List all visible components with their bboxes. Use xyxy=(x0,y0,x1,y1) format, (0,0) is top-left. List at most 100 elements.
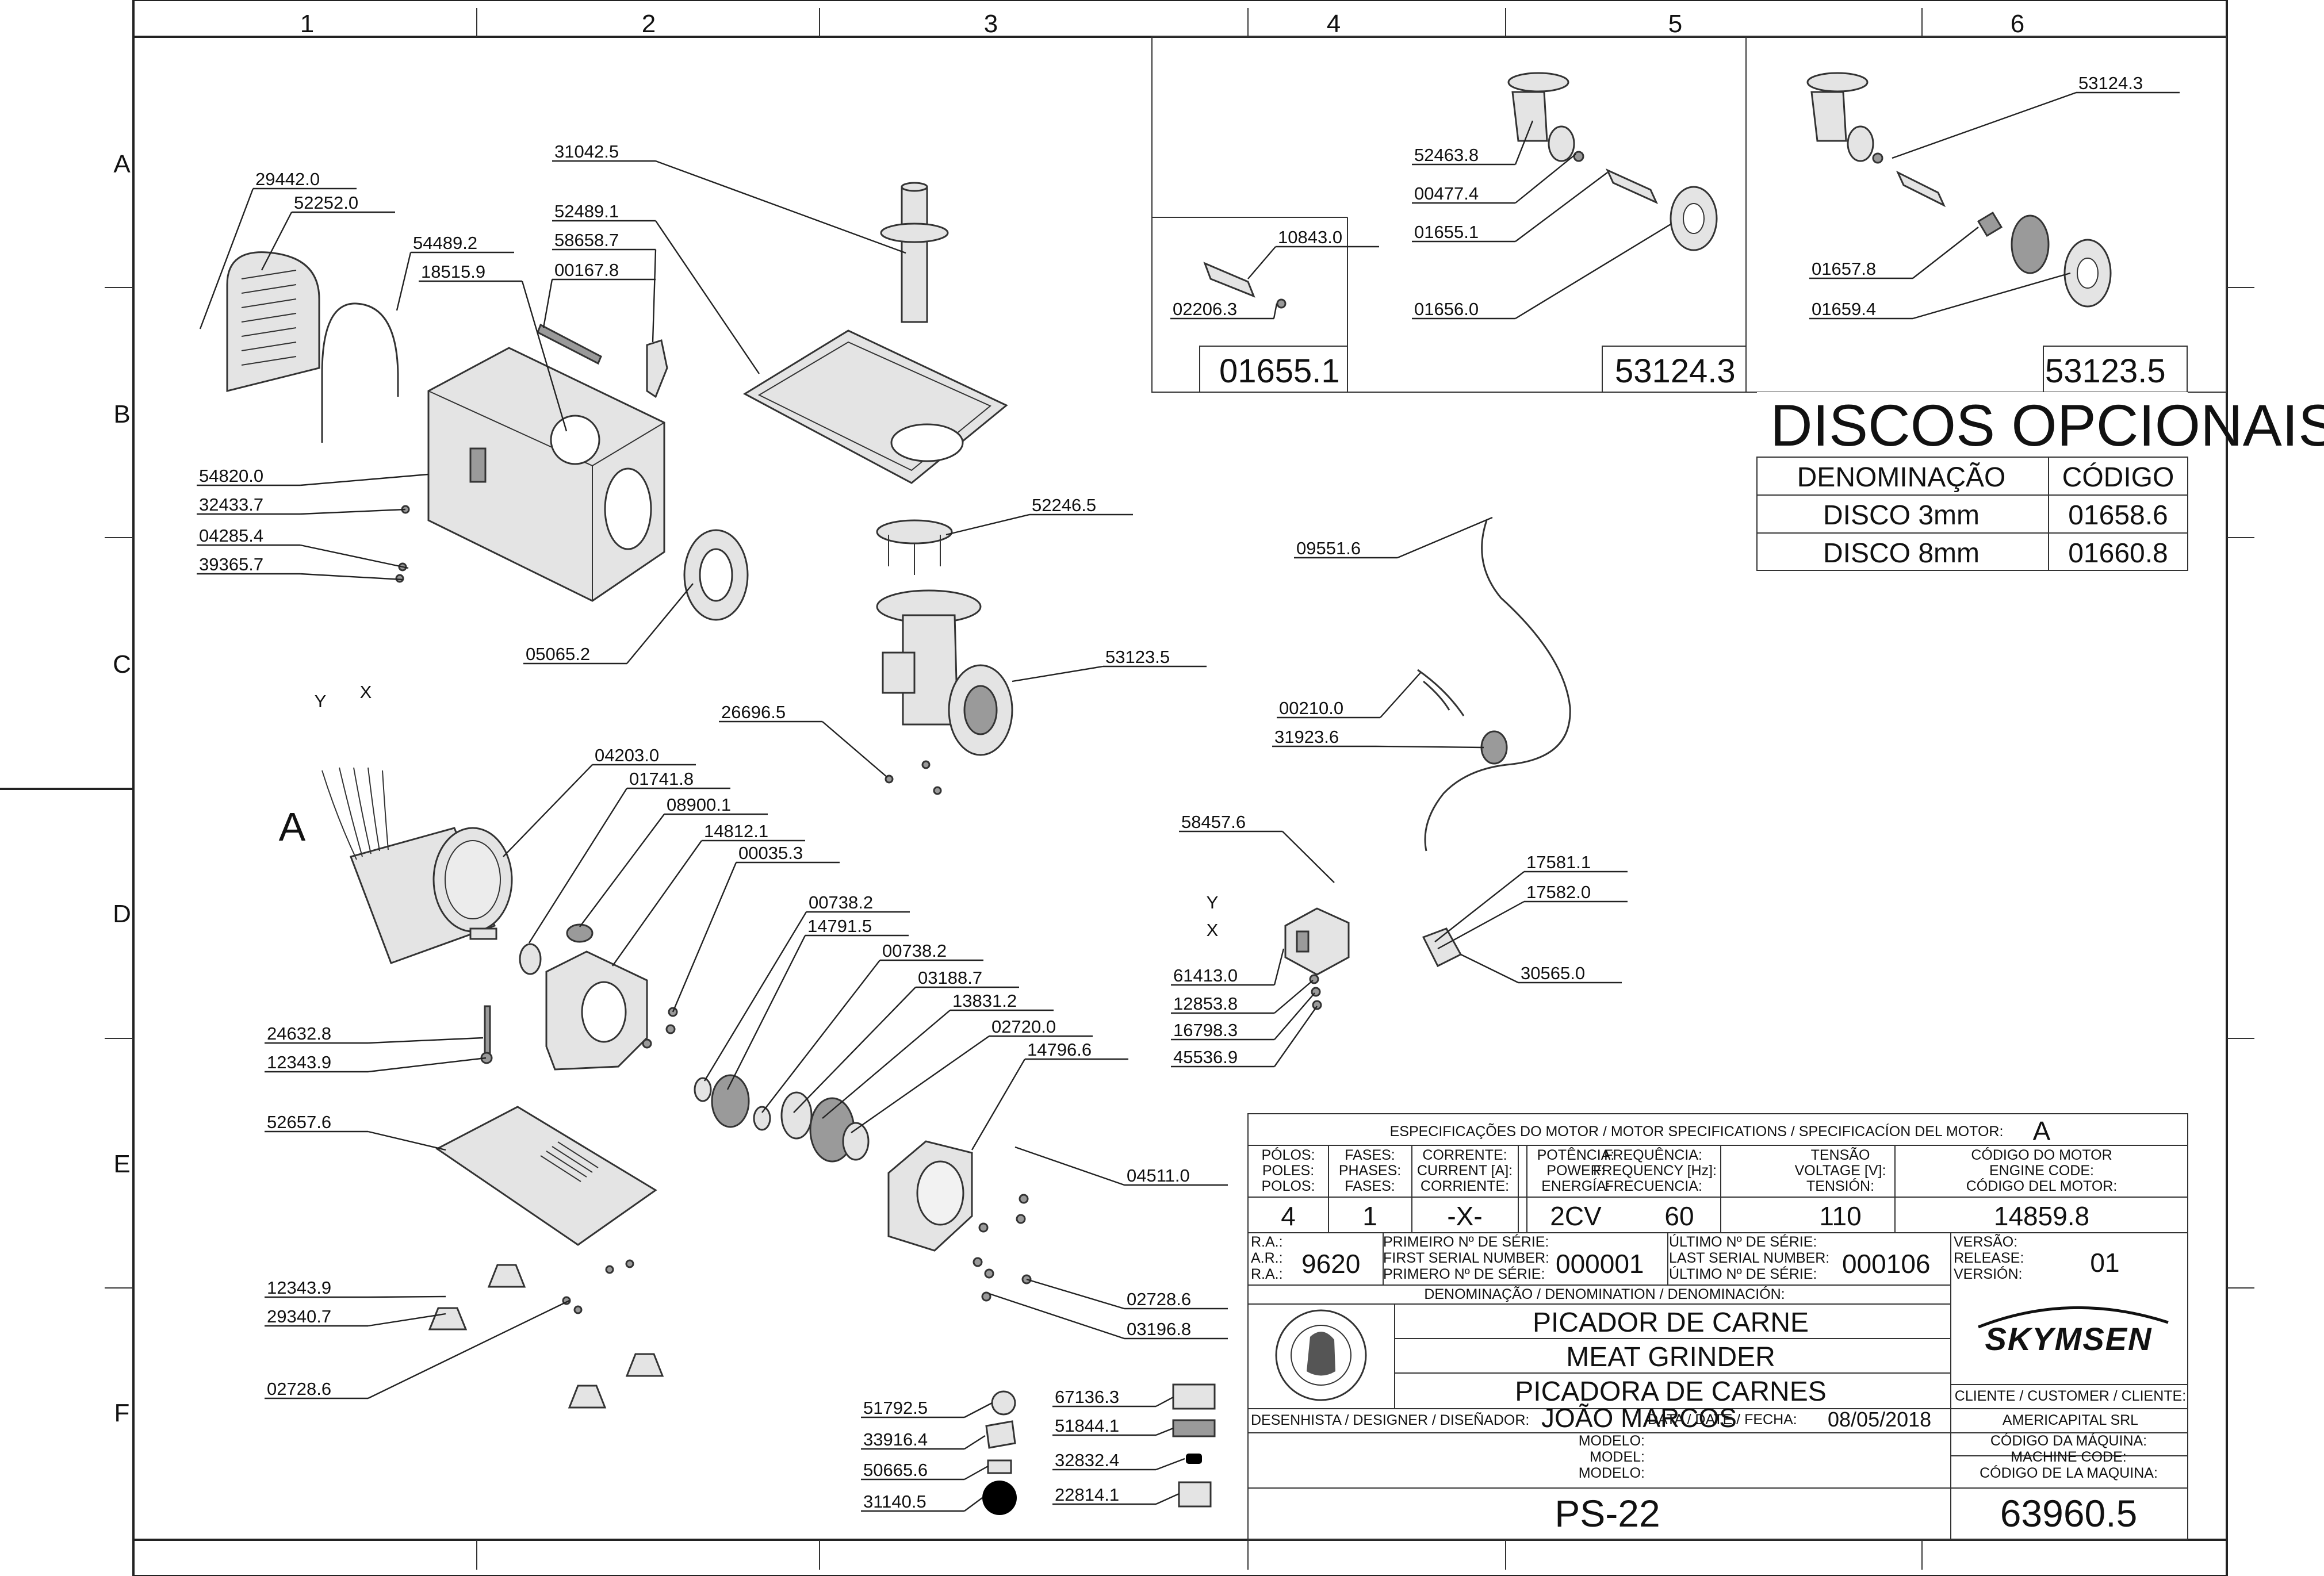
callout-leader xyxy=(793,987,916,1113)
callout-leader xyxy=(652,249,657,343)
part-number-label: 00167.8 xyxy=(554,260,619,280)
label-stickers xyxy=(982,1383,1216,1515)
callout-leader xyxy=(626,583,694,664)
part-number-label: 12853.8 xyxy=(1173,994,1238,1014)
discs-col-header: DENOMINAÇÃO xyxy=(1797,462,2006,493)
part-number-label: 04203.0 xyxy=(595,745,659,765)
callout-leader xyxy=(672,862,737,1013)
inset-title-53123: 53123.5 xyxy=(2045,352,2166,390)
spec-value: -X- xyxy=(1447,1201,1482,1231)
gear-train xyxy=(694,1074,870,1163)
part-number-label: 12343.9 xyxy=(267,1052,331,1072)
disc-code: 01660.8 xyxy=(2068,538,2168,569)
contactor xyxy=(1284,907,1350,976)
machine-code-label: CÓDIGO DA MÁQUINA: xyxy=(1990,1432,2147,1449)
machine-name-pt: PICADOR DE CARNE xyxy=(1533,1307,1809,1338)
inset-53124-parts xyxy=(1507,72,1718,251)
callout-leader xyxy=(199,188,254,329)
spec-col-label: FRECUENCIA: xyxy=(1605,1178,1702,1194)
grid-col-label: 3 xyxy=(984,10,998,38)
part-number-label: 17581.1 xyxy=(1526,852,1591,872)
callout-leader xyxy=(703,911,807,1082)
callout-leader xyxy=(761,960,880,1113)
part-number-label: 00210.0 xyxy=(1279,698,1343,718)
callout-leader xyxy=(1026,1278,1125,1310)
part-number-label: 04285.4 xyxy=(199,526,263,546)
ra-label: R.A.: xyxy=(1251,1266,1283,1282)
mounting-plate xyxy=(876,519,953,575)
grid-row-label: E xyxy=(113,1150,130,1178)
part-number-label: 51792.5 xyxy=(863,1398,928,1418)
spec-col-label: FREQUENCY [Hz]: xyxy=(1593,1163,1717,1179)
callout-leader xyxy=(300,544,409,569)
callout-leader xyxy=(521,281,568,432)
part-number-label: 52246.5 xyxy=(1032,495,1096,515)
brand-logo: SKYMSEN xyxy=(1978,1306,2169,1357)
part-number-label: 24632.8 xyxy=(267,1023,331,1044)
last-serial-label: LAST SERIAL NUMBER: xyxy=(1669,1250,1829,1266)
callout-leader xyxy=(300,573,403,581)
grinder-head xyxy=(876,589,1013,756)
first-serial-label: PRIMERO Nº DE SÉRIE: xyxy=(1383,1266,1545,1282)
grid-column-labels: 1 2 3 4 5 6 xyxy=(300,10,2024,38)
authorized-service-seal xyxy=(1275,1309,1367,1401)
first-serial-label: FIRST SERIAL NUMBER: xyxy=(1383,1250,1549,1266)
grid-row-label: F xyxy=(114,1399,130,1427)
callout-leader xyxy=(1380,672,1421,718)
callout-leader xyxy=(1375,745,1484,749)
callout-leader xyxy=(945,513,1030,536)
grid-col-label: 1 xyxy=(300,10,314,38)
spec-col-label: TENSIÓN: xyxy=(1806,1178,1874,1194)
part-number-label: 39365.7 xyxy=(199,554,263,574)
vent-grille xyxy=(226,251,320,392)
part-number-label: 26696.5 xyxy=(721,702,786,722)
grid-row-labels: A B C D E F xyxy=(113,150,131,1427)
callout-leader xyxy=(1515,154,1576,204)
callout-leader xyxy=(964,1435,986,1450)
callout-leader xyxy=(1155,1458,1185,1471)
part-number-label: 45536.9 xyxy=(1173,1047,1238,1067)
motor-spec-value: A xyxy=(2033,1116,2051,1146)
base-plate xyxy=(435,1106,657,1246)
version-label: RELEASE: xyxy=(1954,1250,2024,1266)
housing-box xyxy=(427,347,665,602)
part-number-label: 17582.0 xyxy=(1526,882,1591,902)
part-number-label: 05065.2 xyxy=(526,644,590,664)
machine-code-label: MACHINE CODE: xyxy=(2011,1449,2126,1465)
callout-leader xyxy=(964,1465,989,1481)
callout-leader xyxy=(1155,1396,1174,1408)
ra-value: 9620 xyxy=(1301,1249,1360,1279)
part-number-label: 32832.4 xyxy=(1055,1450,1119,1470)
callout-leader xyxy=(1274,992,1315,1040)
callout-leader xyxy=(542,279,553,328)
part-number-label: 00738.2 xyxy=(809,892,873,912)
part-number-label: 29442.0 xyxy=(255,169,320,189)
version-label: VERSÃO: xyxy=(1954,1233,2017,1250)
spec-col-label: FREQUÊNCIA: xyxy=(1604,1146,1702,1163)
part-number-label: 31140.5 xyxy=(863,1491,926,1512)
spec-col-label: POWER: xyxy=(1546,1163,1605,1179)
machine-code-label: CÓDIGO DE LA MAQUINA: xyxy=(1980,1464,2158,1481)
axis-y-label: Y xyxy=(1207,892,1219,912)
callout-leader xyxy=(367,1130,446,1151)
part-shapes xyxy=(226,72,2112,1515)
screws xyxy=(395,505,1322,1314)
part-number-label: 58658.7 xyxy=(554,230,619,250)
callout-leader xyxy=(261,212,293,271)
disc-name: DISCO 8mm xyxy=(1823,538,1980,569)
spec-col-label: POLES: xyxy=(1262,1163,1314,1179)
part-number-label: 32433.7 xyxy=(199,494,263,515)
grid-row-label: B xyxy=(113,400,130,428)
spec-col-label: CURRENT [A]: xyxy=(1417,1163,1513,1179)
first-serial-label: PRIMEIRO Nº DE SÉRIE: xyxy=(1383,1233,1549,1250)
model-value: PS-22 xyxy=(1555,1492,1660,1535)
callout-leader xyxy=(1274,980,1314,1014)
part-number-label: 31923.6 xyxy=(1274,727,1339,747)
model-label: MODEL: xyxy=(1590,1449,1645,1465)
gear-housing xyxy=(545,950,648,1071)
callout-leader xyxy=(612,840,702,967)
callout-leader xyxy=(1273,303,1278,319)
callout-leader xyxy=(822,721,888,778)
spec-value: 2CV xyxy=(1550,1201,1602,1231)
spec-value: 110 xyxy=(1819,1201,1861,1231)
